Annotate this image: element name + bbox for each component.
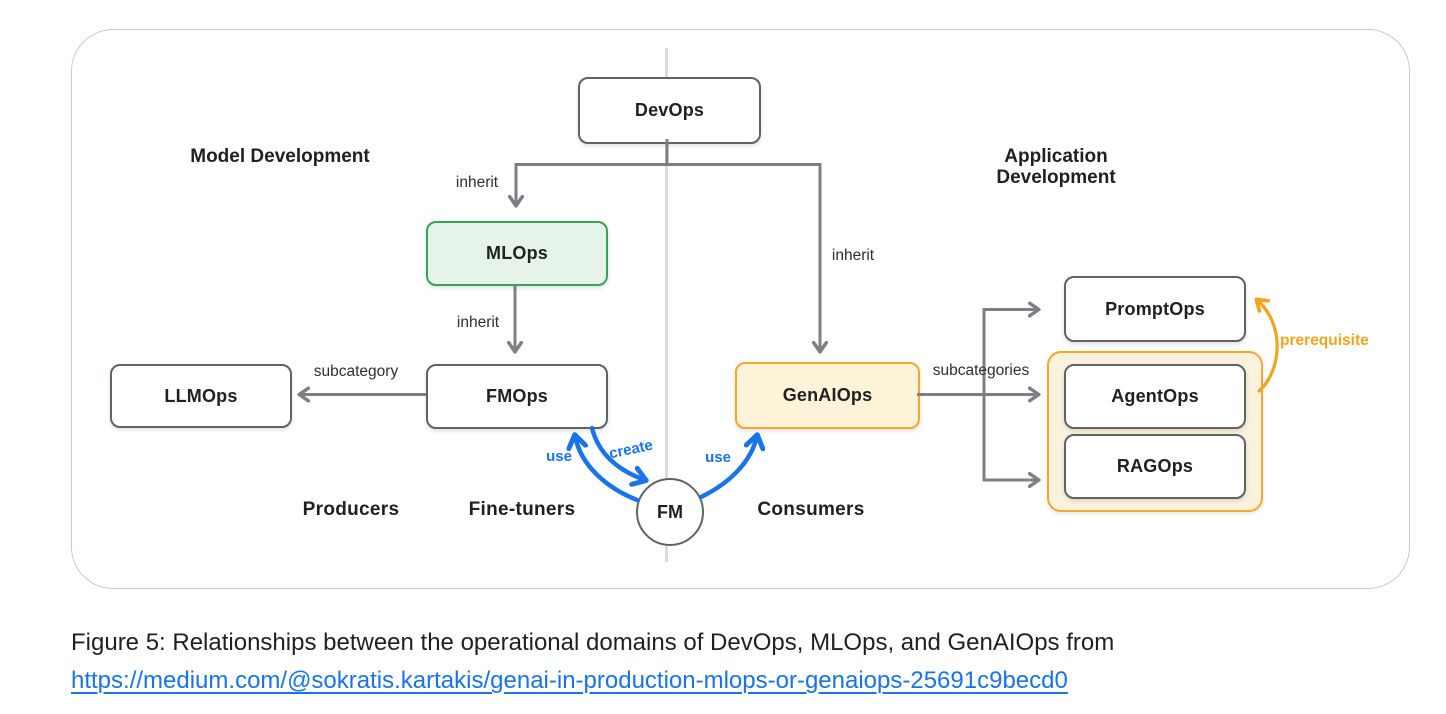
- edge-label-subcategory: subcategory: [313, 363, 399, 380]
- edge-label-prerequisite: prerequisite: [1280, 332, 1369, 349]
- edge-label-inherit-genaiops: inherit: [831, 247, 875, 264]
- role-label-consumers: Consumers: [757, 499, 865, 520]
- edge-label-inherit-fmops: inherit: [456, 314, 500, 331]
- edge-label-use-left: use: [546, 448, 572, 465]
- caption-text: Figure 5: Relationships between the oper…: [71, 629, 1115, 656]
- node-ragops: RAGOps: [1064, 434, 1246, 499]
- node-genaiops: GenAIOps: [735, 362, 920, 429]
- node-promptops: PromptOps: [1064, 276, 1246, 342]
- caption-link[interactable]: https://medium.com/@sokratis.kartakis/ge…: [71, 667, 1068, 694]
- role-label-fine-tuners: Fine-tuners: [468, 499, 576, 520]
- figure-caption: Figure 5: Relationships between the oper…: [71, 624, 1391, 700]
- node-agentops: AgentOps: [1064, 364, 1246, 429]
- edge-label-use-right: use: [705, 449, 731, 466]
- node-fm: FM: [636, 478, 704, 546]
- edge-label-inherit-mlops: inherit: [455, 174, 499, 191]
- node-llmops: LLMOps: [110, 364, 292, 428]
- section-label-model-development: Model Development: [190, 146, 370, 167]
- node-fmops: FMOps: [426, 364, 608, 429]
- edge-label-subcategories: subcategories: [932, 362, 1030, 379]
- section-label-application-development: Application Development: [996, 146, 1116, 188]
- center-divider-line: [665, 48, 668, 562]
- role-label-producers: Producers: [302, 499, 400, 520]
- node-mlops: MLOps: [426, 221, 608, 286]
- node-devops: DevOps: [578, 77, 761, 144]
